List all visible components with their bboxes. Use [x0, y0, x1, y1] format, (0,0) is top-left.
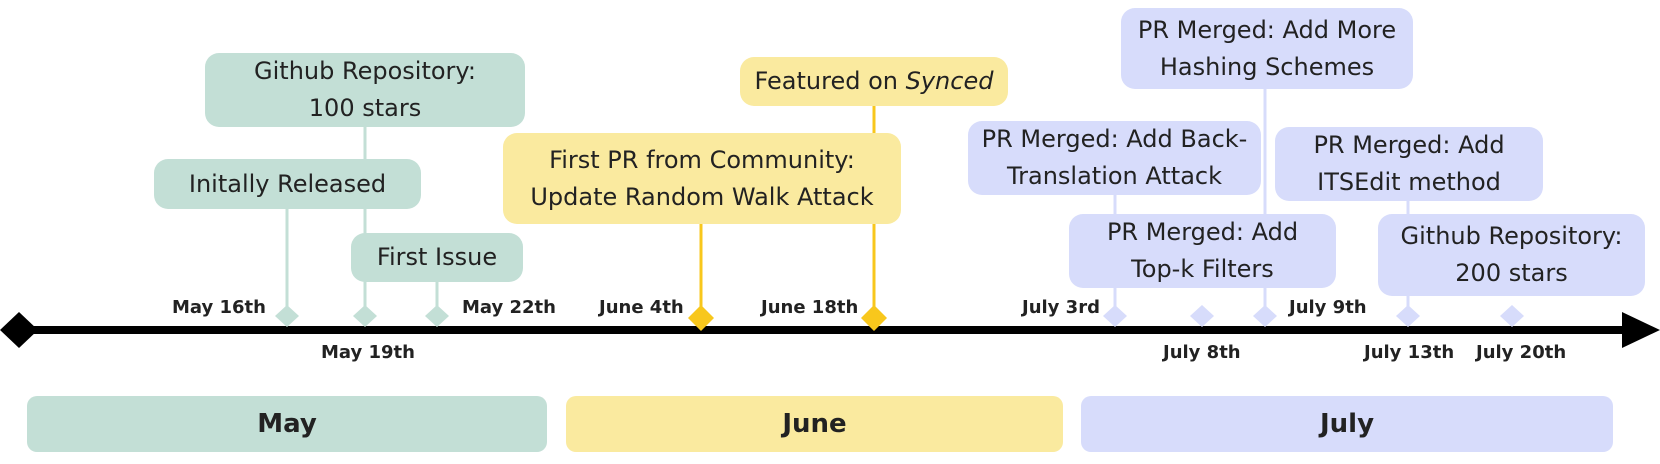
- event-featured-synced: Featured on Synced: [740, 57, 1008, 106]
- event-topk-line1: PR Merged: Add: [1106, 218, 1299, 246]
- event-github-200-line2: 200 stars: [1455, 259, 1568, 287]
- marker-may22: [425, 305, 449, 327]
- marker-jul13: [1396, 305, 1420, 327]
- event-itsedit-line1: PR Merged: Add: [1313, 131, 1505, 159]
- date-july-3: July 3rd: [1022, 297, 1100, 318]
- date-june-4: June 4th: [599, 297, 684, 318]
- event-pr-back-translation: PR Merged: Add Back- Translation Attack: [968, 121, 1261, 195]
- event-backtrans-line1: PR Merged: Add Back-: [981, 125, 1248, 153]
- date-july-13: July 13th: [1364, 342, 1455, 363]
- date-may-16: May 16th: [172, 297, 266, 318]
- event-backtrans-line2: Translation Attack: [1006, 162, 1222, 190]
- marker-may19: [353, 305, 377, 327]
- event-first-pr-line2: Update Random Walk Attack: [530, 182, 874, 211]
- date-july-9: July 9th: [1289, 297, 1367, 318]
- event-hashing-line1: PR Merged: Add More: [1137, 15, 1397, 44]
- event-itsedit-line2: ITSEdit method: [1317, 168, 1501, 196]
- event-initially-released-label: Initally Released: [188, 169, 387, 198]
- event-featured-synced-name: Synced: [905, 67, 994, 95]
- date-may-22: May 22th: [462, 297, 556, 318]
- marker-jun18: [861, 305, 887, 331]
- date-july-8: July 8th: [1163, 342, 1241, 363]
- event-first-pr-community: First PR from Community: Update Random W…: [503, 133, 901, 224]
- event-github-100-stars-line2: 100 stars: [308, 94, 422, 122]
- timeline-arrowhead: [1622, 312, 1660, 348]
- event-topk-line2: Top-k Filters: [1131, 255, 1274, 283]
- event-featured-prefix: Featured on: [754, 67, 906, 95]
- event-github-100-stars-line1: Github Repository:: [254, 57, 476, 85]
- event-github-200-stars: Github Repository: 200 stars: [1378, 214, 1645, 296]
- date-july-20: July 20th: [1476, 342, 1567, 363]
- month-band-june: June: [566, 396, 1063, 452]
- event-first-pr-line1: First PR from Community:: [549, 145, 855, 174]
- event-initially-released: Initally Released: [154, 159, 421, 209]
- event-first-issue: First Issue: [351, 233, 523, 282]
- event-featured-synced-label: Featured on Synced: [755, 63, 994, 100]
- marker-may16: [275, 305, 299, 327]
- date-june-18: June 18th: [761, 297, 859, 318]
- event-pr-topk-filters: PR Merged: Add Top-k Filters: [1069, 214, 1336, 288]
- marker-jul20: [1500, 305, 1524, 327]
- month-band-may: May: [27, 396, 547, 452]
- marker-jul8: [1190, 305, 1214, 327]
- month-band-july: July: [1081, 396, 1613, 452]
- event-first-issue-label: First Issue: [376, 243, 498, 271]
- event-github-200-line1: Github Repository:: [1400, 222, 1623, 250]
- event-pr-itsedit: PR Merged: Add ITSEdit method: [1275, 127, 1543, 201]
- timeline-start-diamond: [0, 312, 38, 348]
- marker-jul9: [1253, 305, 1277, 327]
- event-github-100-stars: Github Repository: 100 stars: [205, 53, 525, 127]
- marker-jul3: [1103, 305, 1127, 327]
- event-pr-hashing-schemes: PR Merged: Add More Hashing Schemes: [1121, 8, 1413, 89]
- date-may-19: May 19th: [321, 342, 415, 363]
- event-hashing-line2: Hashing Schemes: [1159, 52, 1375, 81]
- marker-jun4: [688, 305, 714, 331]
